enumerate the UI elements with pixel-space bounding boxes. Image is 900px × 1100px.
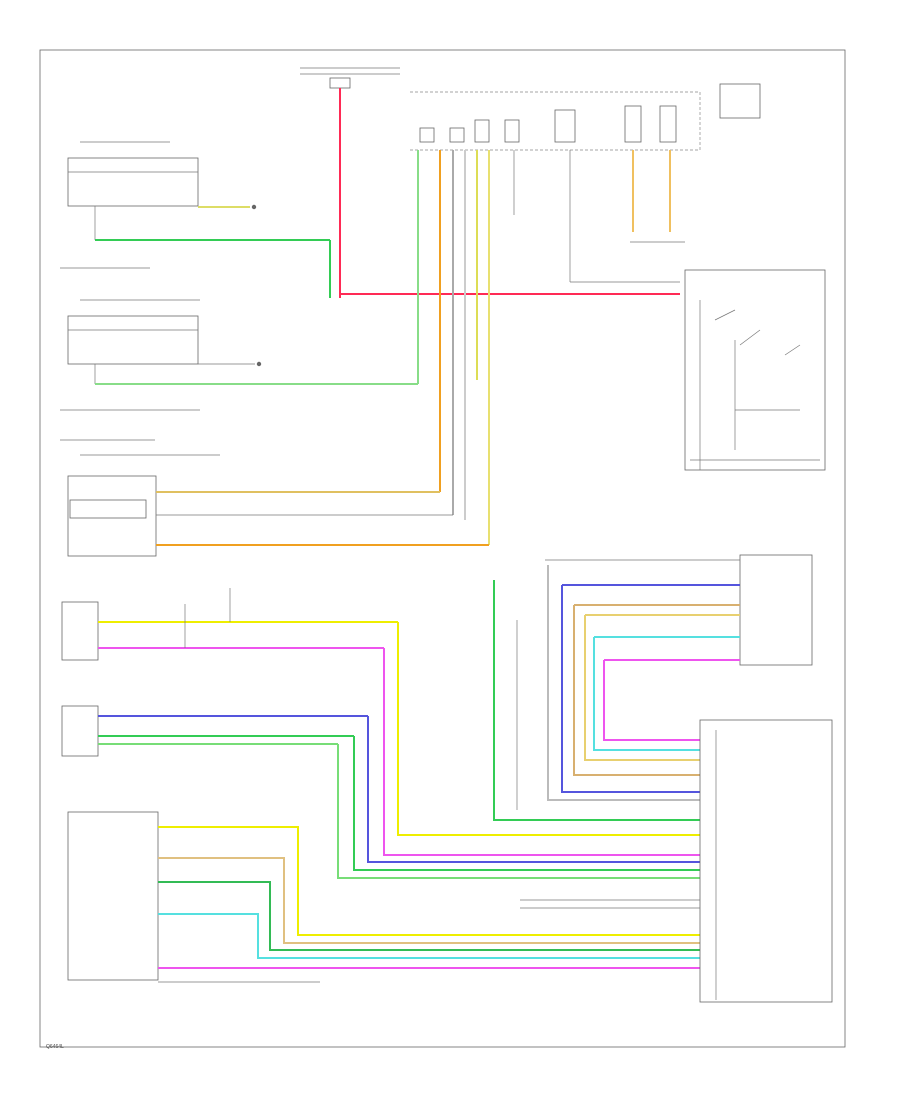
module-left-1: [67, 141, 331, 298]
green-bus-wire: [493, 580, 700, 821]
diagram-frame: [39, 49, 846, 1048]
top-bus-lines: [417, 150, 685, 545]
left-sensor-module: [60, 439, 489, 557]
footer-code: Q6464L: [46, 1044, 64, 1050]
right-connector-module: [520, 554, 833, 1003]
module-left-2: [60, 267, 418, 411]
red-feed-wire: [339, 293, 680, 298]
top-power-header: [300, 67, 761, 298]
steering-angle-sensor: [61, 705, 700, 879]
yaw-rate-sensor: [61, 588, 700, 856]
bottom-left-module: [67, 811, 700, 983]
turn-signal-switch: [684, 269, 826, 471]
